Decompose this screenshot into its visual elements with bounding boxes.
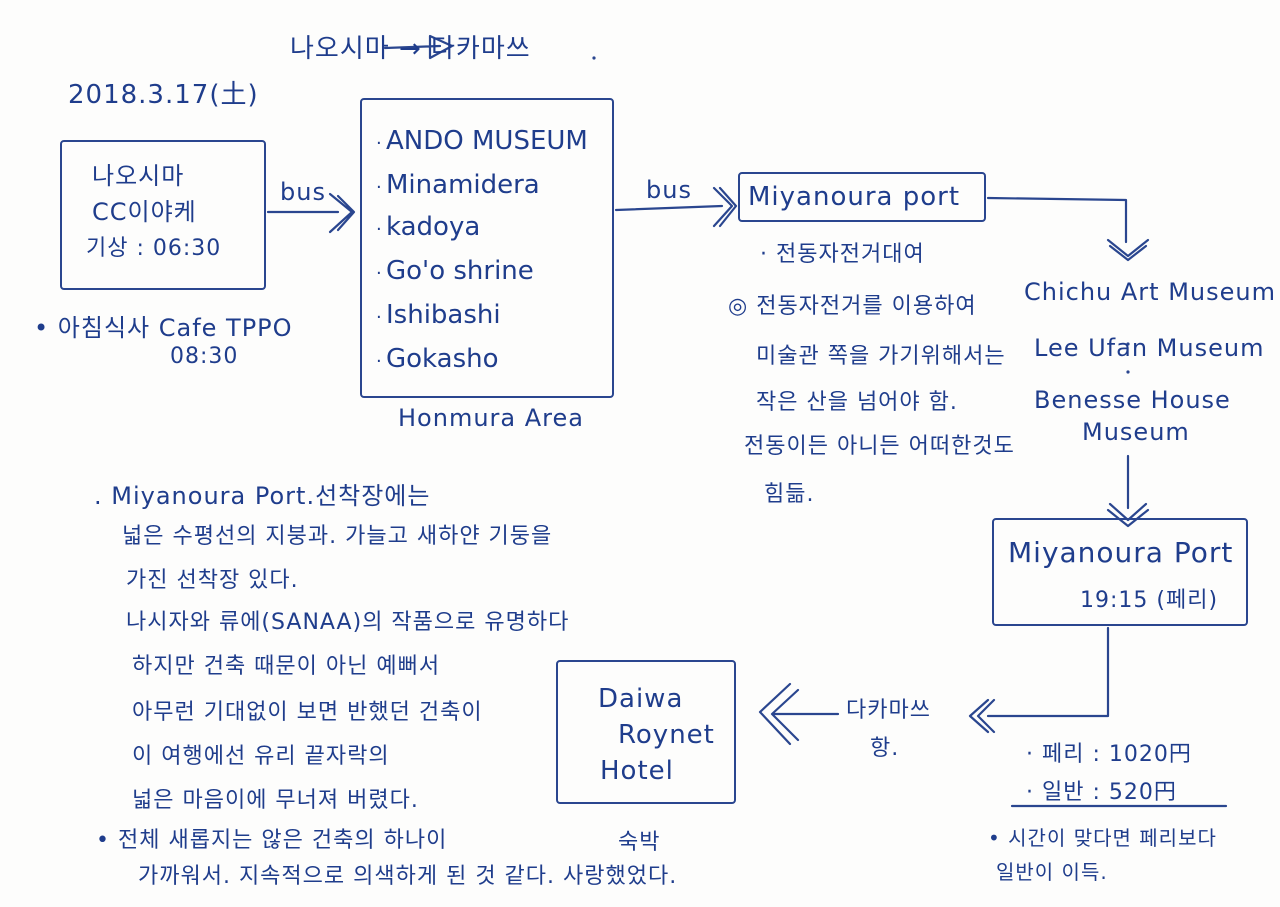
paragraph-line: 하지만 건축 때문이 아닌 예뻐서	[132, 654, 441, 679]
bike-note-line: ◎ 전동자전거를 이용하여	[728, 294, 977, 319]
arrow-to-return-port-icon	[1106, 454, 1150, 528]
route-title: 나오시마 → 다카마쓰	[290, 34, 531, 64]
bike-rental: · 전동자전거대여	[760, 242, 925, 267]
hotel-line2: Roynet	[618, 720, 715, 750]
bus-label-1: bus	[280, 178, 326, 206]
return-port-label: Miyanoura Port	[1008, 536, 1234, 569]
bus-label-2: bus	[646, 176, 692, 204]
arrow-to-hotel-icon	[758, 682, 840, 746]
honmura-item: ·Ishibashi	[376, 300, 501, 330]
paragraph-line: 이 여행에선 유리 끝자락의	[132, 744, 390, 769]
start-box: 나오시마 CC이야케 기상 : 06:30	[60, 140, 266, 290]
fare-note-line1: • 시간이 맞다면 페리보다	[988, 826, 1217, 850]
honmura-item: ·Go'o shrine	[376, 256, 534, 286]
start-box-line3: 기상 : 06:30	[86, 236, 222, 261]
paragraph-line: 넓은 수평선의 지붕과. 가늘고 새하얀 기둥을	[122, 524, 553, 549]
hotel-line3: Hotel	[600, 756, 674, 786]
honmura-item: ·kadoya	[376, 212, 481, 242]
hotel-box: Daiwa Roynet Hotel	[556, 660, 736, 804]
paragraph-line: 가까워서. 지속적으로 의색하게 된 것 같다. 사랑했었다.	[138, 864, 678, 889]
takamatsu-line2: 항.	[870, 736, 900, 761]
hotel-caption: 숙박	[618, 830, 661, 855]
bus-arrow-1-icon	[266, 192, 356, 234]
honmura-item: ·ANDO MUSEUM	[376, 126, 588, 156]
breakfast-label: • 아침식사 Cafe TPPO	[34, 314, 293, 342]
header-arrow-icon	[383, 34, 454, 60]
honmura-item: ·Gokasho	[376, 344, 499, 374]
honmura-item: ·Minamidera	[376, 170, 540, 200]
museum-chichu: Chichu Art Museum	[1024, 278, 1276, 306]
return-port-box: Miyanoura Port 19:15 (페리)	[992, 518, 1248, 626]
paragraph-line: • 전체 새롭지는 않은 건축의 하나이	[96, 828, 448, 853]
museum-benesse: Benesse House	[1034, 386, 1231, 414]
bike-note-line: 미술관 쪽을 가기위해서는	[756, 344, 1006, 369]
honmura-caption: Honmura Area	[398, 404, 584, 432]
fare-normal: · 일반 : 520円	[1026, 780, 1177, 805]
start-box-line2: CC이야케	[92, 198, 197, 226]
museum-benesse-2: Museum	[1082, 418, 1190, 446]
honmura-box: ·ANDO MUSEUM ·Minamidera ·kadoya ·Go'o s…	[360, 98, 614, 398]
paragraph-line: 가진 선착장 있다.	[126, 568, 299, 593]
paragraph-line: 나시자와 류에(SANAA)의 작품으로 유명하다	[126, 610, 570, 635]
arrow-to-takamatsu-icon	[968, 626, 1110, 734]
miyanoura-port-box: Miyanoura port	[738, 172, 986, 222]
paragraph-line: 넓은 마음이에 무너져 버렸다.	[132, 788, 419, 813]
fare-note-line2: 일반이 이득.	[996, 860, 1108, 884]
takamatsu-line1: 다카마쓰	[846, 698, 931, 723]
start-box-line1: 나오시마	[92, 162, 185, 190]
breakfast-time: 08:30	[170, 344, 239, 369]
bike-note-line: 작은 산을 넘어야 함.	[756, 390, 958, 415]
breakfast-text: 아침식사 Cafe TPPO	[57, 314, 293, 342]
hotel-line1: Daiwa	[598, 684, 684, 714]
paragraph-line: . Miyanoura Port.선착장에는	[94, 482, 431, 510]
miyanoura-port-label: Miyanoura port	[748, 182, 961, 212]
bike-note-line: 전동이든 아니든 어떠한것도	[744, 434, 1015, 459]
fare-ferry: · 페리 : 1020円	[1026, 742, 1192, 767]
bus-arrow-2-icon	[614, 186, 738, 228]
return-port-time: 19:15 (페리)	[1080, 588, 1219, 613]
date-text: 2018.3.17(土)	[68, 80, 259, 110]
bike-note-line: 힘듦.	[764, 482, 815, 507]
museum-lee-ufan: Lee Ufan Museum	[1034, 334, 1265, 362]
arrow-to-museums-icon	[986, 196, 1150, 262]
paragraph-line: 아무런 기대없이 보면 반했던 건축이	[132, 700, 483, 725]
